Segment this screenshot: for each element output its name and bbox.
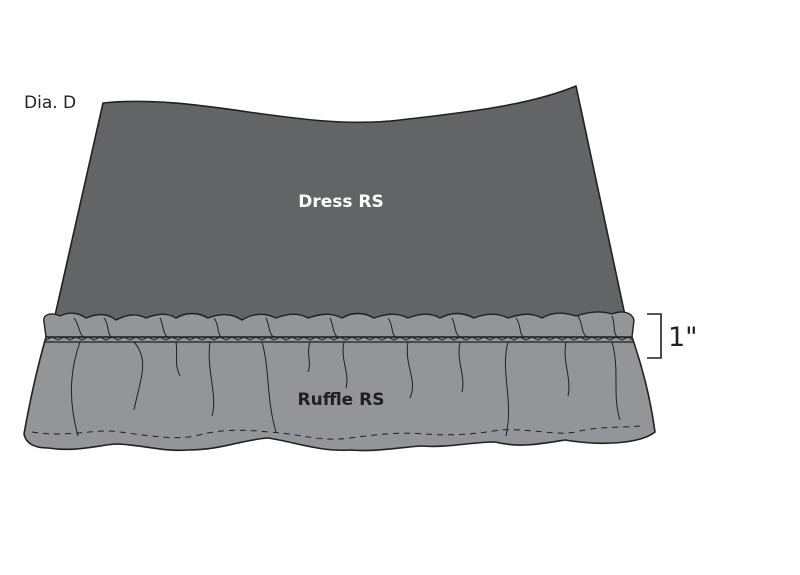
measurement-bracket [647, 313, 662, 359]
ruffle-gathered-band [43, 311, 635, 338]
gathering-stitch-line [45, 336, 633, 341]
dress-label: Dress RS [298, 192, 384, 212]
ruffle-label: Ruffle RS [298, 390, 385, 410]
measurement-label: 1" [668, 322, 698, 353]
ruffle-gather-lines [71, 315, 621, 437]
figure-label: Dia. D [24, 93, 76, 113]
hem-stitch-line [31, 425, 641, 440]
dress-panel [53, 85, 627, 321]
ruffle-panel [23, 336, 656, 452]
